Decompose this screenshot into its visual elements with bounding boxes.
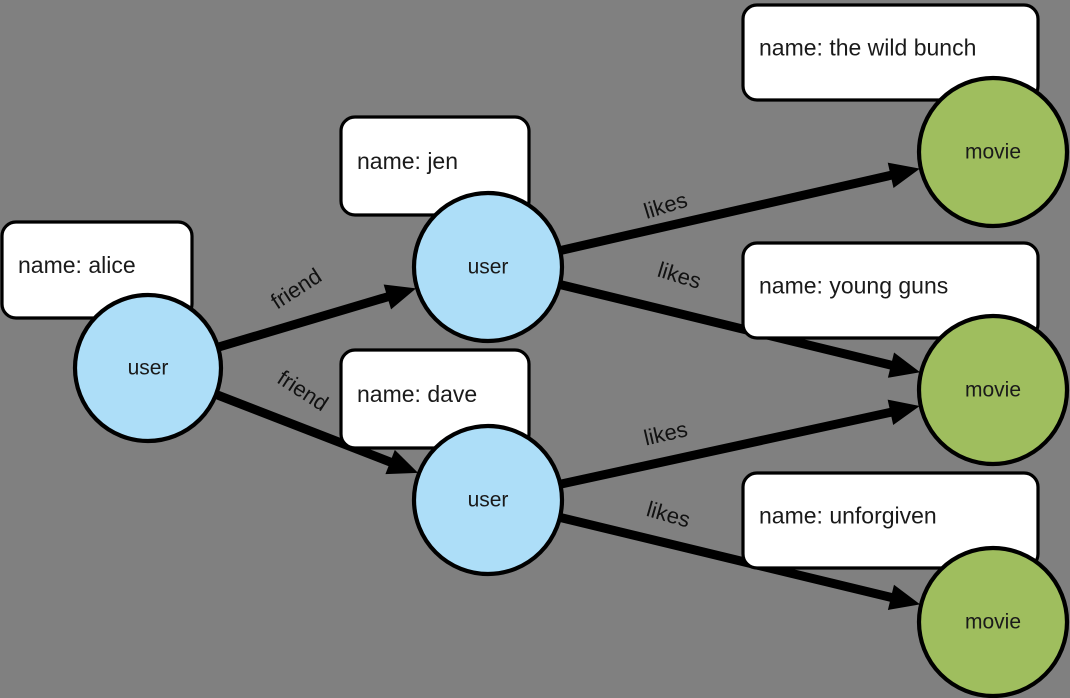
edge-label-jen-wildbunch: likes <box>641 187 690 224</box>
node-youngguns[interactable]: movie <box>916 313 1070 467</box>
node-circle-unforgiven <box>916 545 1070 698</box>
node-label-youngguns: movie <box>965 379 1021 402</box>
node-dave[interactable]: user <box>411 423 565 577</box>
node-label-unforgiven: movie <box>965 611 1021 634</box>
edge-jen-youngguns <box>559 280 921 378</box>
property-box-unforgiven[interactable]: name: unforgiven <box>741 471 1040 570</box>
property-box-rect-wildbunch <box>741 3 1040 102</box>
property-box-youngguns[interactable]: name: young guns <box>741 241 1040 340</box>
node-jen[interactable]: user <box>411 190 565 344</box>
node-circle-wildbunch <box>916 75 1070 229</box>
edge-dave-unforgiven <box>559 513 921 610</box>
arrowhead-dave-youngguns <box>887 399 920 426</box>
property-text-wildbunch: name: the wild bunch <box>759 35 976 61</box>
arrowhead-jen-wildbunch <box>887 162 920 188</box>
property-box-rect-unforgiven <box>741 471 1040 570</box>
property-text-jen: name: jen <box>357 148 458 174</box>
arrowhead-alice-jen <box>383 284 417 310</box>
node-circle-jen <box>411 190 565 344</box>
property-text-unforgiven: name: unforgiven <box>759 503 937 529</box>
edge-alice-dave <box>215 390 419 475</box>
property-box-rect-youngguns <box>741 241 1040 340</box>
arrowhead-alice-dave <box>385 449 419 475</box>
node-unforgiven[interactable]: movie <box>916 545 1070 698</box>
node-circle-alice <box>72 292 224 444</box>
node-circle-dave <box>411 423 565 577</box>
edge-label-alice-dave: friend <box>273 365 333 416</box>
property-box-wildbunch[interactable]: name: the wild bunch <box>741 3 1040 102</box>
edge-label-jen-youngguns: likes <box>655 257 704 294</box>
edge-label-dave-unforgiven: likes <box>644 496 693 532</box>
node-alice[interactable]: user <box>72 292 224 444</box>
edge-label-dave-youngguns: likes <box>641 416 690 450</box>
edge-label-alice-jen: friend <box>266 263 326 314</box>
arrowhead-jen-youngguns <box>887 352 921 378</box>
property-text-dave: name: dave <box>357 381 477 407</box>
arrowhead-dave-unforgiven <box>887 584 921 610</box>
node-circle-youngguns <box>916 313 1070 467</box>
edge-dave-youngguns <box>560 399 920 489</box>
node-label-alice: user <box>128 357 169 380</box>
node-label-dave: user <box>468 489 509 512</box>
edge-alice-jen <box>217 284 417 352</box>
node-label-jen: user <box>468 256 509 279</box>
edge-jen-wildbunch <box>560 162 920 255</box>
node-wildbunch[interactable]: movie <box>916 75 1070 229</box>
node-label-wildbunch: movie <box>965 141 1021 164</box>
property-text-alice: name: alice <box>18 252 136 278</box>
property-text-youngguns: name: young guns <box>759 273 948 299</box>
